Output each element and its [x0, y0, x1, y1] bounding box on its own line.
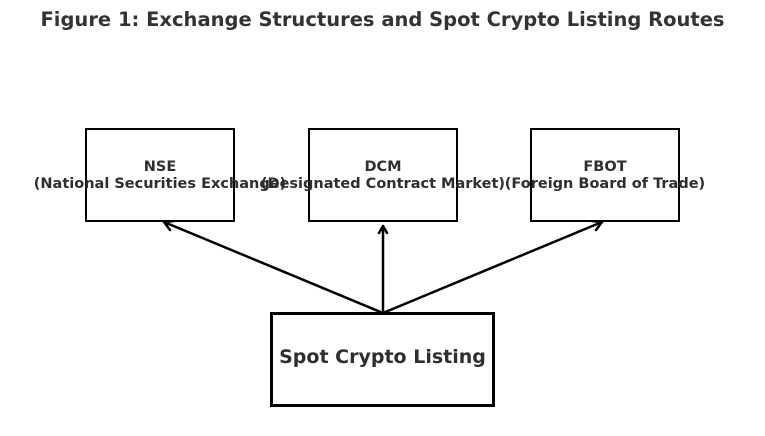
- node-spot-crypto-listing-label: Spot Crypto Listing: [279, 346, 486, 368]
- node-nse-label: NSE (National Securities Exchange): [10, 159, 310, 193]
- node-spot-crypto-listing: [270, 312, 495, 407]
- node-dcm-abbr: DCM: [364, 159, 402, 175]
- arrow-to-nse: [162, 219, 385, 315]
- node-fbot-name: (Foreign Board of Trade): [504, 176, 706, 192]
- node-fbot-label: FBOT (Foreign Board of Trade): [455, 159, 755, 193]
- node-dcm: [308, 128, 458, 222]
- node-nse-name: (National Securities Exchange): [33, 176, 287, 192]
- figure-title: Figure 1: Exchange Structures and Spot C…: [40, 8, 725, 31]
- node-nse-abbr: NSE: [143, 159, 177, 175]
- arrow-to-fbot: [381, 219, 604, 315]
- node-dcm-label: DCM (Designated Contract Market): [233, 159, 533, 193]
- node-fbot-abbr: FBOT: [583, 159, 627, 175]
- node-nse: [85, 128, 235, 222]
- arrow-to-dcm: [377, 224, 389, 315]
- node-fbot: [530, 128, 680, 222]
- node-dcm-name: (Designated Contract Market): [260, 176, 506, 192]
